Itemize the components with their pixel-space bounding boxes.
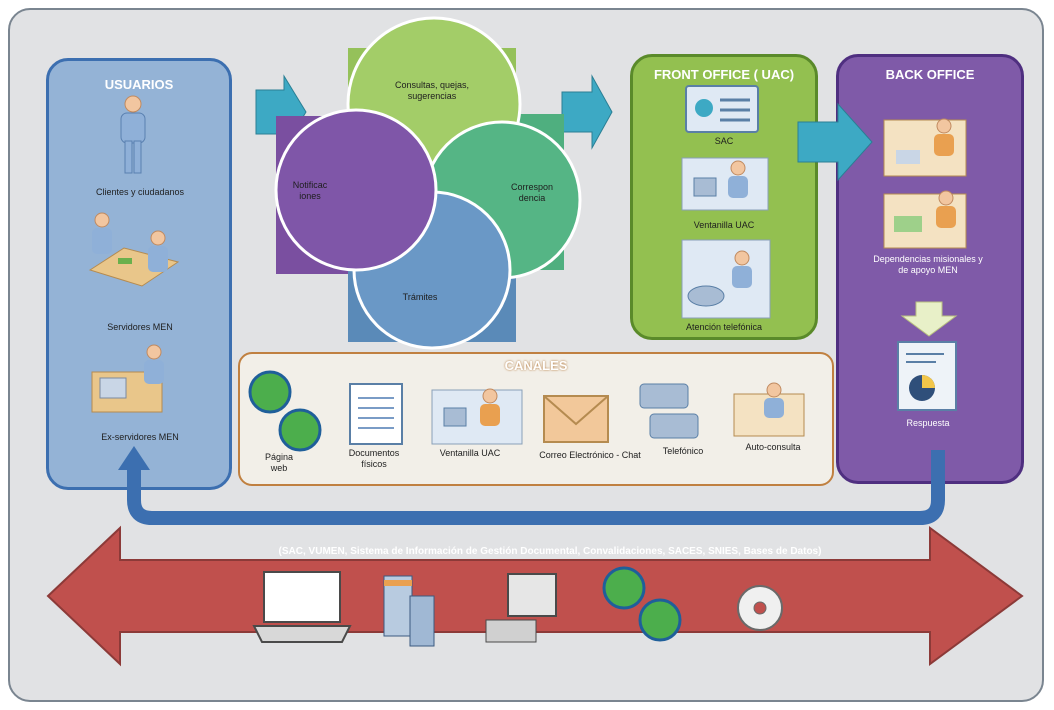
cd-disc-icon (737, 585, 783, 631)
email-envelope-icon (543, 395, 609, 443)
label-ventanilla-uac: Ventanilla UAC (693, 220, 755, 230)
web-globe-icon (248, 370, 322, 452)
laptop-icon (252, 571, 352, 643)
usuarios-title: USUARIOS (104, 77, 174, 92)
label-exservidores: Ex-servidores MEN (101, 432, 179, 442)
label-documentos: Documentos físicos (348, 448, 400, 469)
label-sac: SAC (714, 136, 734, 146)
return-flow-arrow (127, 450, 945, 525)
ventanilla-icon-front (681, 157, 769, 211)
telefono-icon-front (681, 239, 771, 319)
label-correo-chat: Correo Electrónico - Chat (539, 450, 641, 460)
down-arrow-respuesta (900, 301, 958, 337)
label-telefonico: Telefónico (662, 446, 704, 456)
venn-consultas: Consultas, quejas, sugerencias (394, 80, 470, 101)
server-rack-icon (383, 575, 435, 647)
label-dependencias: Dependencias misionales y de apoyo MEN (873, 254, 983, 275)
label-clientes: Clientes y ciudadanos (95, 187, 185, 197)
label-atencion-telefonica: Atención telefónica (685, 322, 763, 332)
label-respuesta: Respuesta (906, 418, 950, 428)
label-servidores: Servidores MEN (107, 322, 173, 332)
autoconsulta-icon (733, 382, 805, 437)
person-icon-clientes (120, 95, 146, 174)
systems-label: (SAC, VUMEN, Sistema de Información de G… (278, 546, 822, 557)
worker-icon-back-1 (883, 118, 967, 177)
venn-correspondencia: Correspon dencia (510, 182, 554, 203)
back-office-title: BACK OFFICE (885, 67, 975, 82)
ventanilla-icon-canales (431, 388, 523, 445)
desk-icon-exservidores (91, 344, 164, 413)
telephone-icon (639, 383, 699, 439)
desktop-computer-icon (485, 573, 557, 643)
canales-title: CANALES (504, 358, 568, 373)
venn-tramites: Trámites (402, 292, 438, 302)
venn-notificaciones: Notificac iones (292, 180, 328, 201)
arrow-front-to-back (797, 102, 873, 182)
document-icon (349, 383, 403, 445)
label-ventanilla-canales: Ventanilla UAC (439, 448, 501, 458)
label-pagina-web: Página web (264, 452, 294, 473)
front-office-title: FRONT OFFICE ( UAC) (653, 67, 795, 82)
database-globe-icon (602, 566, 682, 642)
meeting-icon-servidores (88, 212, 180, 287)
report-document-icon (897, 341, 957, 411)
worker-icon-back-2 (883, 190, 967, 249)
arrow-venn-to-front (561, 74, 613, 150)
sac-screen-icon (685, 85, 759, 133)
label-autoconsulta: Auto-consulta (745, 442, 801, 452)
